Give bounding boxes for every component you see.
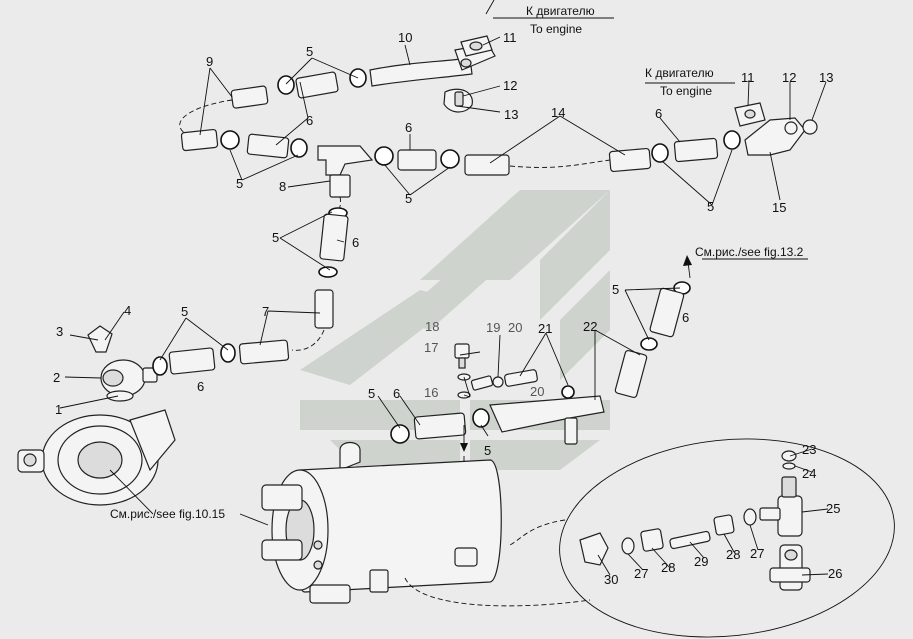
callout-5-d: 5 <box>707 199 714 214</box>
callout-5-e: 5 <box>272 230 279 245</box>
callout-labels: 9 5 10 11 12 13 6 5 6 5 8 14 6 5 15 11 1… <box>53 30 842 587</box>
callout-6-b: 6 <box>405 120 412 135</box>
callout-12-b: 12 <box>782 70 796 85</box>
callout-23: 23 <box>802 442 816 457</box>
middle-fittings <box>390 343 605 452</box>
leader-lines <box>59 0 829 576</box>
callout-8: 8 <box>279 179 286 194</box>
callout-30: 30 <box>604 572 618 587</box>
callout-6-d: 6 <box>352 235 359 250</box>
callout-5-a: 5 <box>306 44 313 59</box>
callout-15: 15 <box>772 200 786 215</box>
callout-10: 10 <box>398 30 412 45</box>
callout-28-b: 28 <box>726 547 740 562</box>
reference-labels: К двигателю To engine К двигателю To eng… <box>110 4 804 521</box>
left-assembly <box>87 325 290 402</box>
callout-29: 29 <box>694 554 708 569</box>
callout-9: 9 <box>206 54 213 69</box>
fig-10-15-ref: См.рис./see fig.10.15 <box>110 507 225 521</box>
callout-6-c: 6 <box>655 106 662 121</box>
callout-19: 19 <box>486 320 500 335</box>
callout-16: 16 <box>424 385 438 400</box>
callout-5-g: 5 <box>612 282 619 297</box>
callout-11-a: 11 <box>503 30 517 45</box>
callout-6-g: 6 <box>393 386 400 401</box>
callout-5-h: 5 <box>368 386 375 401</box>
callout-13-a: 13 <box>504 107 518 122</box>
callout-5-c: 5 <box>405 191 412 206</box>
callout-5-f: 5 <box>181 304 188 319</box>
callout-27-a: 27 <box>634 566 648 581</box>
callout-26: 26 <box>828 566 842 581</box>
callout-3: 3 <box>56 324 63 339</box>
callout-4: 4 <box>124 303 131 318</box>
heat-exchanger <box>261 441 502 604</box>
callout-14: 14 <box>551 105 565 120</box>
fig-13-2-ref: См.рис./see fig.13.2 <box>695 245 804 259</box>
callout-20-a: 20 <box>508 320 522 335</box>
callout-11-b: 11 <box>741 70 755 85</box>
callout-25: 25 <box>826 501 840 516</box>
callout-20-b: 20 <box>530 384 544 399</box>
callout-5-b: 5 <box>236 176 243 191</box>
callout-13-b: 13 <box>819 70 833 85</box>
callout-7: 7 <box>262 304 269 319</box>
detail-ellipse <box>404 438 895 638</box>
engine-ref-ru-a: К двигателю <box>526 4 595 18</box>
engine-ref-en-a: To engine <box>530 22 582 36</box>
callout-17: 17 <box>424 340 438 355</box>
callout-6-a: 6 <box>306 113 313 128</box>
callout-1: 1 <box>55 402 62 417</box>
pump <box>17 409 176 506</box>
callout-6-e: 6 <box>197 379 204 394</box>
callout-5-i: 5 <box>484 443 491 458</box>
callout-12-a: 12 <box>503 78 517 93</box>
callout-22: 22 <box>583 319 597 334</box>
callout-27-b: 27 <box>750 546 764 561</box>
top-pipeline <box>179 35 818 198</box>
callout-18: 18 <box>425 319 439 334</box>
callout-2: 2 <box>53 370 60 385</box>
callout-21: 21 <box>538 321 552 336</box>
vertical-branch <box>291 196 349 351</box>
engine-ref-en-b: To engine <box>660 84 712 98</box>
engine-ref-ru-b: К двигателю <box>645 66 714 80</box>
callout-24: 24 <box>802 466 816 481</box>
callout-6-f: 6 <box>682 310 689 325</box>
callout-28-a: 28 <box>661 560 675 575</box>
right-hose <box>614 255 692 399</box>
